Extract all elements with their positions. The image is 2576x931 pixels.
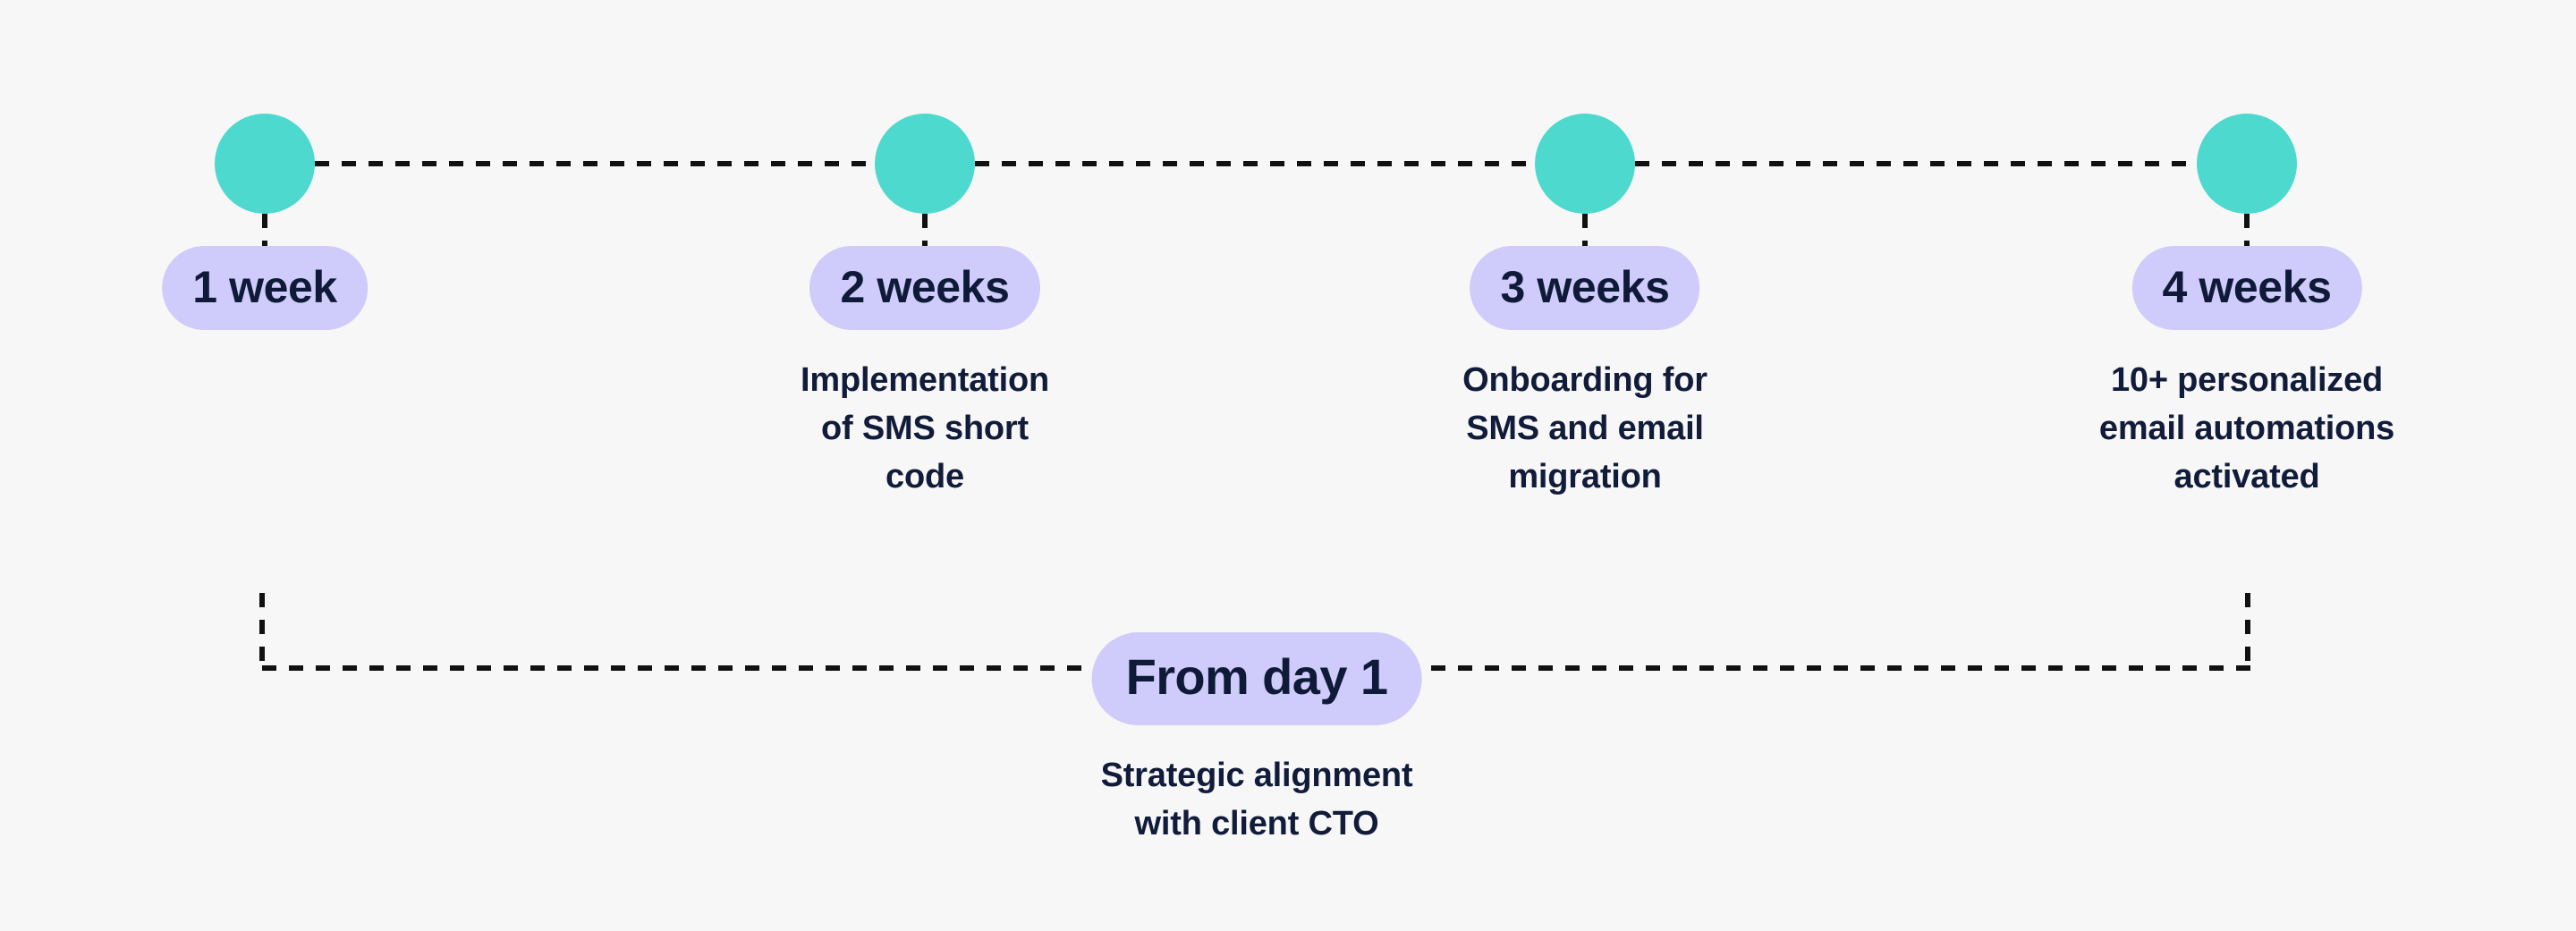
milestone-2-weeks: 2 weeks Implementation of SMS short code [801,246,1049,502]
circle-node-icon-2 [875,114,975,214]
baseline-milestone-from-day-1: From day 1 Strategic alignment with clie… [1091,632,1422,849]
baseline-badge[interactable]: From day 1 [1091,632,1422,725]
milestone-nodes [215,114,2297,214]
milestone-4-weeks: 4 weeks 10+ personalized email automatio… [2099,246,2394,502]
milestone-3-weeks: 3 weeks Onboarding for SMS and email mig… [1462,246,1707,502]
circle-node-icon-3 [1535,114,1635,214]
milestone-badge[interactable]: 3 weeks [1470,246,1700,330]
circle-node-icon-4 [2197,114,2297,214]
milestone-1-week: 1 week [162,246,368,357]
milestone-badge[interactable]: 4 weeks [2131,246,2362,330]
circle-node-icon-1 [215,114,315,214]
milestone-caption: 10+ personalized email automations activ… [2098,361,2395,495]
node-stems [262,214,2250,249]
milestone-badge[interactable]: 1 week [162,246,368,330]
milestone-caption: Implementation of SMS short code [800,361,1050,495]
milestone-caption: Onboarding for SMS and email migration [1462,361,1707,495]
milestone-badge[interactable]: 2 weeks [809,246,1040,330]
baseline-caption: Strategic alignment with client CTO [1100,757,1413,842]
